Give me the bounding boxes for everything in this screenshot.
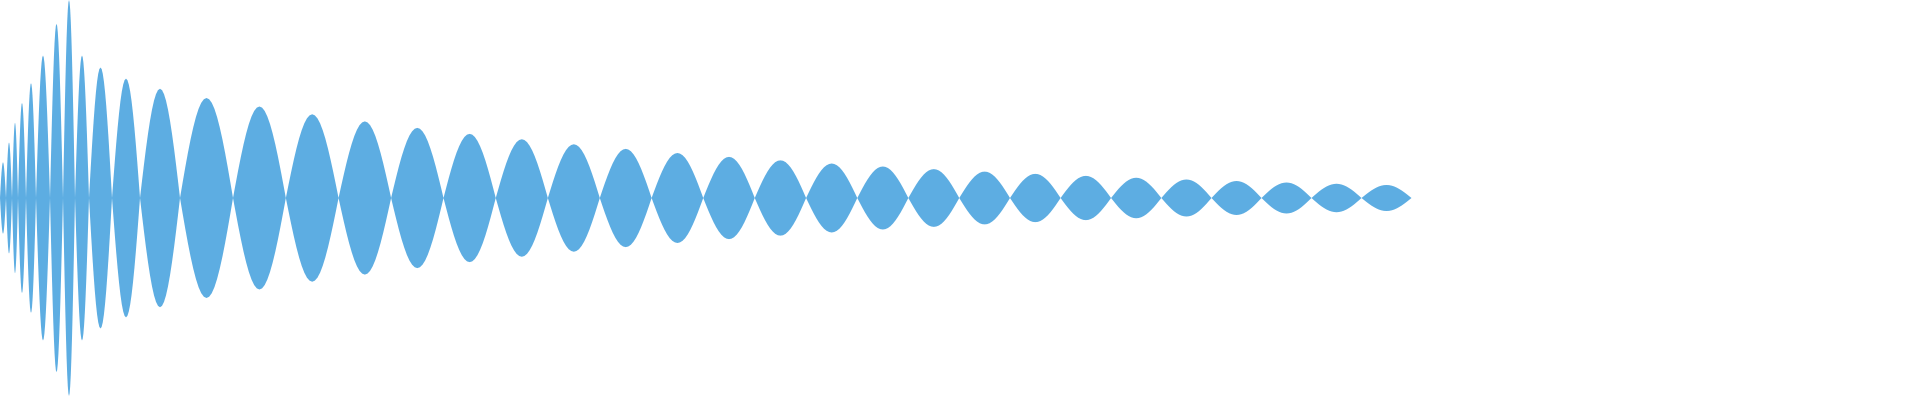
waveform-lobe	[50, 23, 63, 373]
waveform-lobe	[703, 156, 755, 240]
waveform-lobe	[1111, 177, 1162, 219]
waveform-lobe	[1161, 179, 1212, 217]
waveform-lobe	[6, 142, 12, 254]
waveform-lobe	[1211, 181, 1262, 215]
waveform-lobe	[908, 169, 960, 227]
waveform-lobe	[1261, 182, 1312, 214]
waveform-lobe	[495, 139, 548, 257]
waveform-lobes	[0, 0, 1412, 396]
waveform-lobe	[63, 0, 75, 396]
waveform-lobe	[806, 163, 858, 233]
waveform-lobe	[1361, 185, 1412, 211]
waveform-lobe	[651, 153, 704, 243]
waveform-lobe	[1010, 173, 1061, 223]
waveform-lobe	[338, 121, 392, 275]
waveform-lobe	[89, 67, 112, 329]
waveform-lobe	[547, 144, 600, 252]
waveform-lobe	[180, 98, 233, 298]
waveform-lobe	[12, 122, 18, 274]
waveform-lobe	[26, 83, 36, 313]
waveform-lobe	[599, 148, 652, 248]
waveform-lobe	[36, 55, 50, 341]
waveform-lobe	[754, 160, 807, 236]
waveform-lobe	[959, 171, 1010, 225]
waveform-lobe	[1060, 175, 1112, 221]
waveform-lobe	[233, 106, 286, 290]
waveform-lobe	[140, 88, 180, 308]
waveform-lobe	[1311, 183, 1362, 213]
waveform-lobe	[0, 162, 6, 234]
waveform-lobe	[285, 114, 339, 282]
waveform-lobe	[391, 127, 444, 269]
waveform-lobe	[857, 166, 909, 230]
waveform-lobe	[443, 133, 496, 263]
waveform-lobe	[112, 78, 140, 318]
waveform-lobe	[18, 102, 26, 294]
waveform-lobe	[75, 55, 89, 341]
